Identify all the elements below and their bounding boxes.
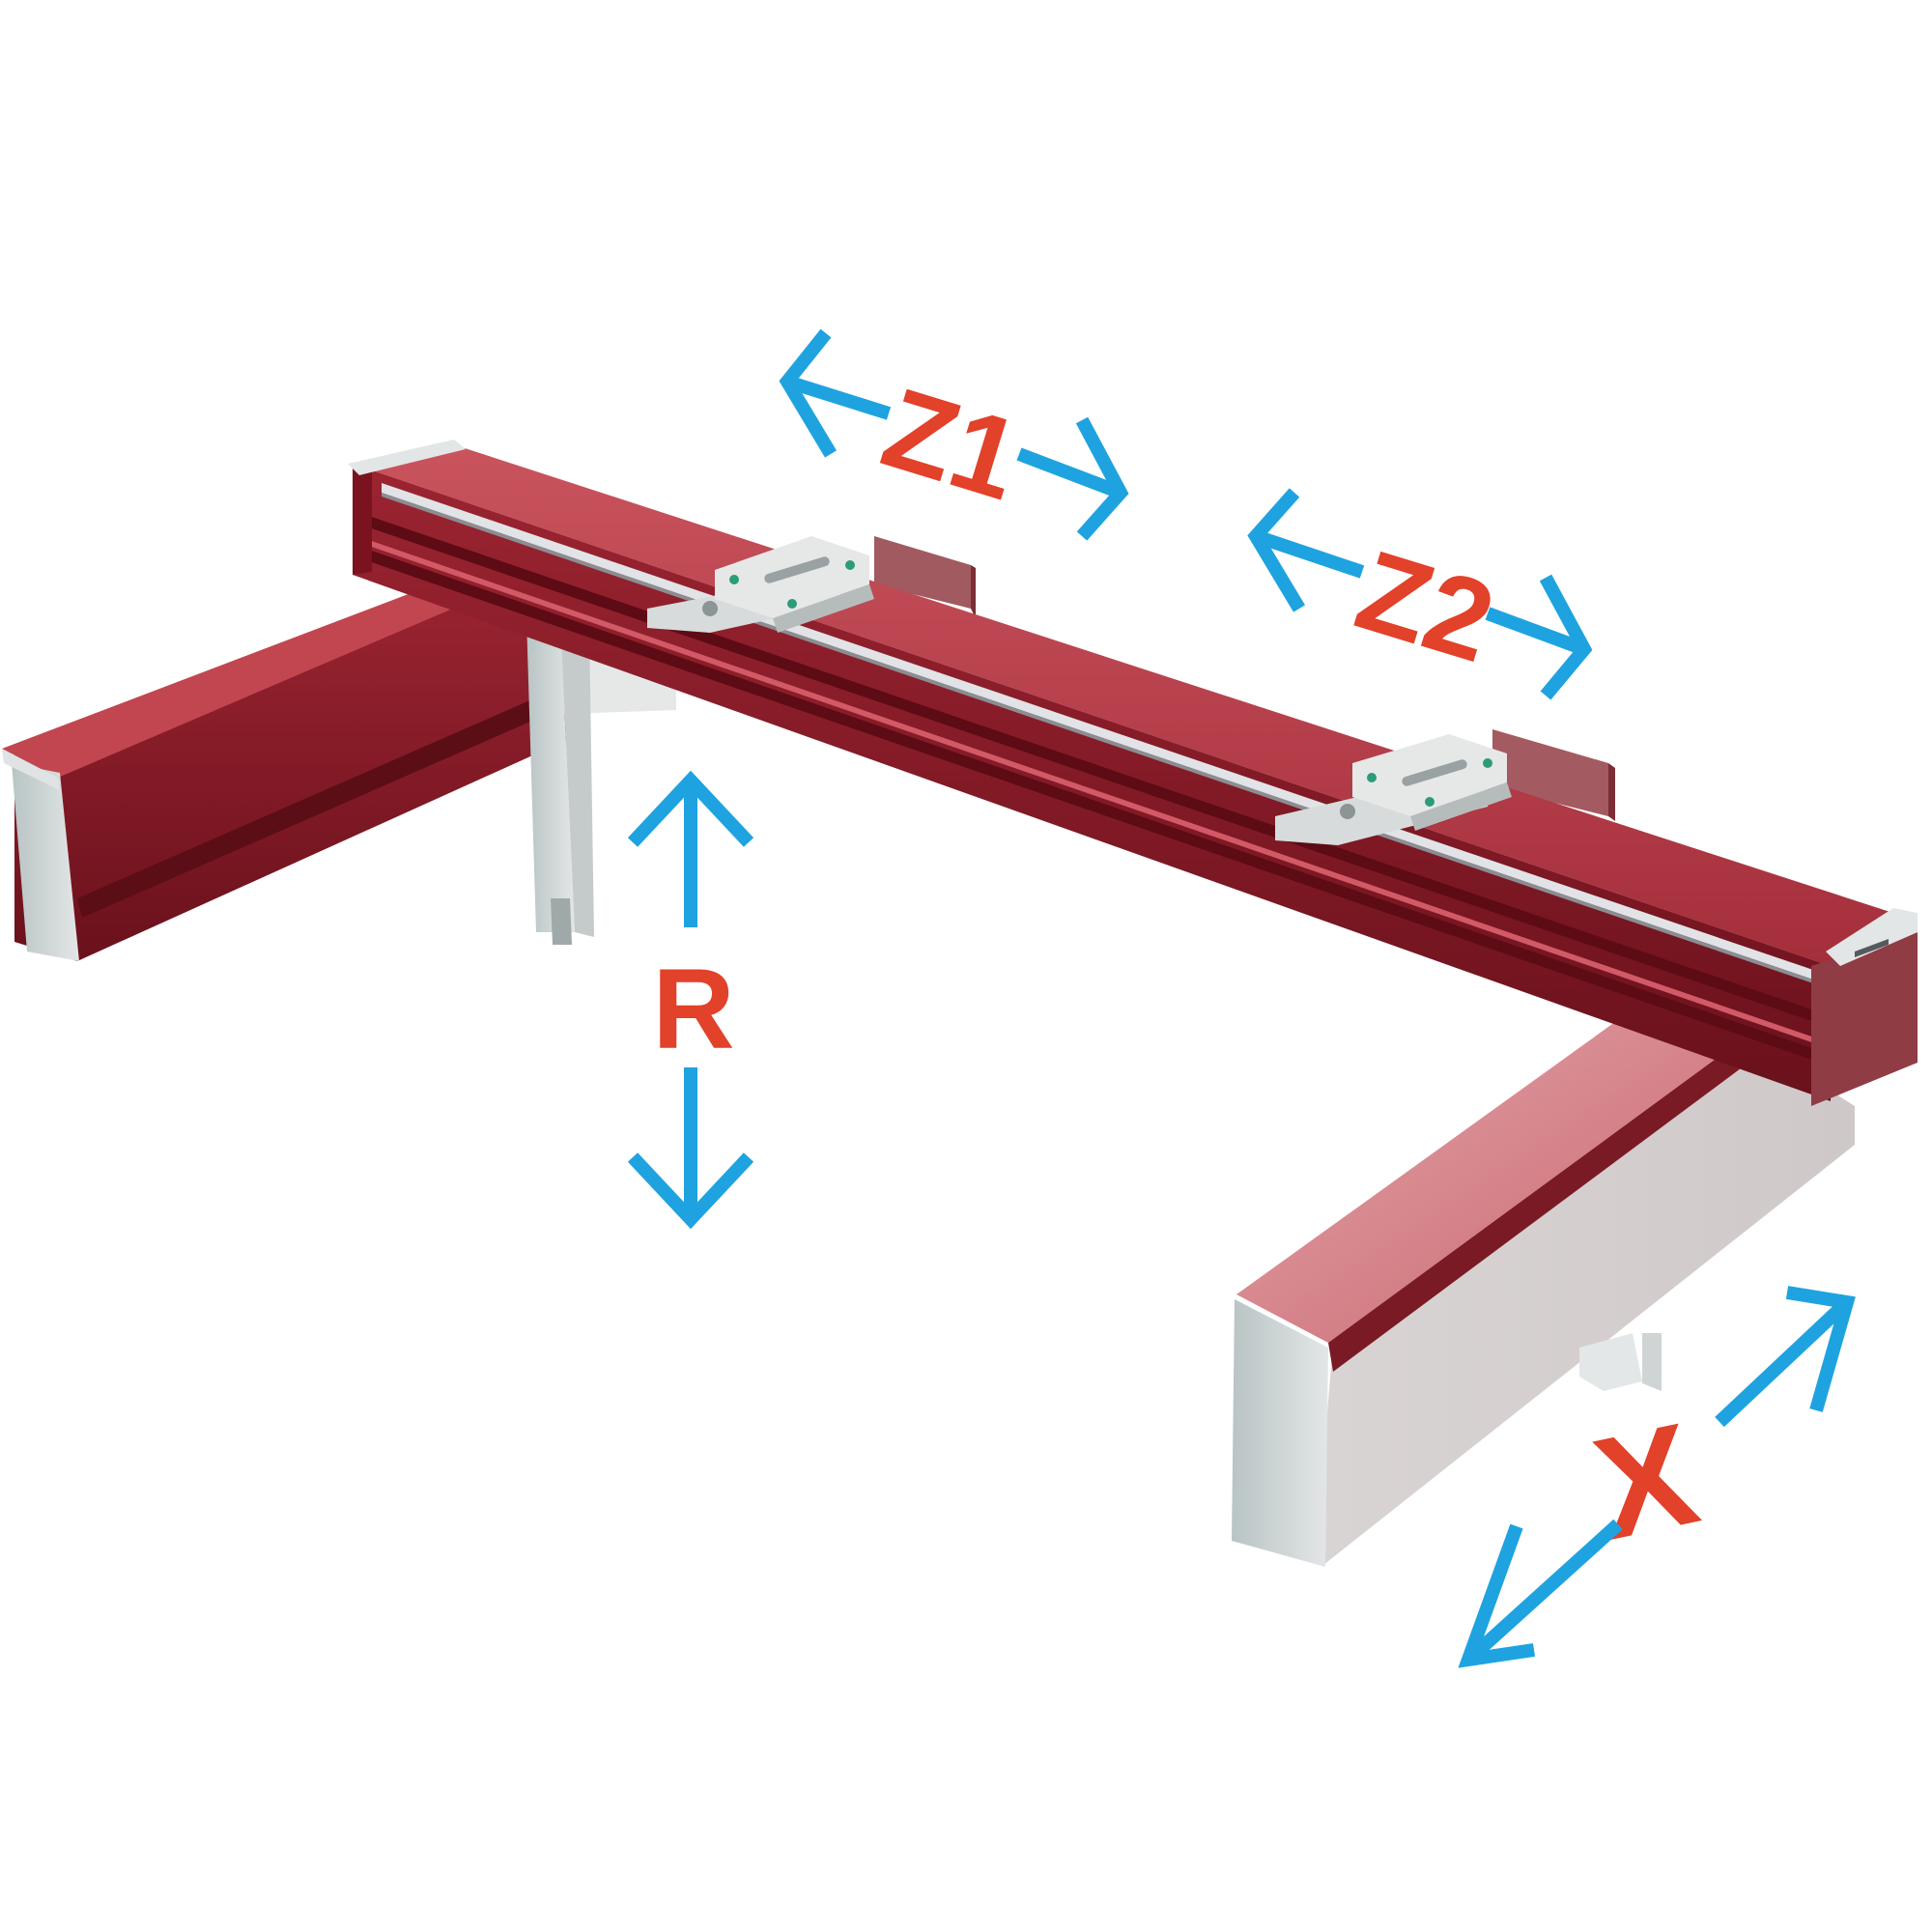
left-end-cap (348, 440, 466, 475)
guide-rod (382, 483, 1816, 980)
z1-arrow-right-shaft (1016, 447, 1123, 499)
r-arrow-down-head (627, 1152, 754, 1230)
z1-arrow-left-head (779, 328, 838, 458)
left-column-front (526, 618, 575, 932)
carriage-z1-hole (702, 601, 718, 616)
x-arrow-up-shaft (1715, 1296, 1852, 1428)
right-rail-top-face (1236, 1009, 1744, 1343)
z2-arrow-left-shaft (1253, 529, 1365, 579)
left-rail-top-face (2, 577, 502, 778)
carriage-z1-bolt (729, 575, 739, 584)
carriage-z2-hole (1340, 804, 1355, 819)
carriage-z2-bolt (1425, 797, 1435, 807)
x-arrow-up-head (1785, 1286, 1856, 1412)
rear-block-right-side (1608, 763, 1615, 821)
rear-block-left-side (971, 565, 976, 618)
z2-arrow-right-head (1539, 574, 1593, 700)
z2-arrow-right-shaft (1485, 607, 1587, 656)
r-axis-indicator: R (627, 770, 754, 1230)
x-arrow-down-head (1458, 1523, 1536, 1668)
right-end-block-top (1826, 908, 1918, 966)
carriage-z2-bolt (1483, 758, 1492, 768)
left-column-side (560, 618, 594, 937)
carriage-z1-top (715, 536, 869, 618)
carriage-z1-side (773, 584, 874, 633)
right-support-rail (1232, 1009, 1855, 1567)
main-beam-highlight (357, 536, 1826, 1047)
carriage-z1-slot (764, 556, 830, 583)
right-rail-panel (1323, 1038, 1855, 1565)
carriage-z1-bolt (787, 599, 797, 609)
main-beam-groove-upper (357, 512, 1826, 1026)
x-axis-indicator: X (1458, 1286, 1856, 1668)
z1-arrow-right-head (1075, 416, 1129, 541)
z1-label: Z1 (869, 364, 1034, 525)
left-rail-lower-groove (77, 696, 546, 918)
carriage-z2-side (1410, 782, 1512, 831)
right-rail-end-cap (1232, 1299, 1328, 1567)
z2-axis-indicator: Z2 (1247, 488, 1593, 700)
left-rail-end-cap-edge (2, 749, 60, 790)
main-beam-left-end (353, 461, 372, 575)
r-arrow-up-head (627, 770, 754, 847)
carriage-z2-bolt (1367, 773, 1377, 782)
carriage-z2-slot (1402, 759, 1467, 786)
carriage-z2 (1275, 734, 1512, 845)
z1-axis-indicator: Z1 (779, 328, 1129, 541)
right-rail-top-edge (1328, 1038, 1748, 1372)
right-end-block-front (1811, 932, 1918, 1106)
left-column-slot (551, 898, 572, 945)
left-rail-end-cap (12, 763, 79, 961)
left-support-rail (2, 577, 580, 961)
z1-arrow-left-shaft (784, 375, 892, 420)
guide-rod-shadow (382, 493, 1816, 984)
right-rail-foot-side (1642, 1333, 1662, 1391)
carriage-z1-bolt (845, 560, 855, 570)
z2-arrow-left-head (1247, 488, 1306, 612)
right-rail-foot (1579, 1333, 1642, 1391)
r-label: R (652, 946, 734, 1073)
z2-label: Z2 (1343, 526, 1507, 687)
main-beam-groove-lower (357, 546, 1826, 1065)
x-arrow-down-shaft (1463, 1519, 1623, 1665)
carriage-z1 (647, 536, 874, 633)
right-end-cap-slot (1855, 939, 1889, 957)
